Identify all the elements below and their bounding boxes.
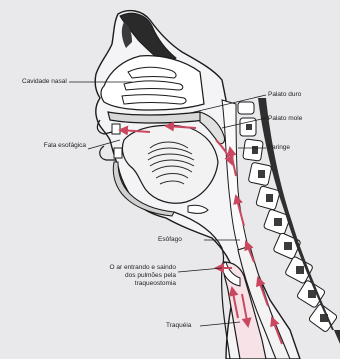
label-fala-esofagica: Fala esofágica: [40, 142, 86, 150]
label-ar-entrando-line3: traqueostomia: [86, 280, 176, 287]
label-traqueia: Traquéia: [166, 322, 191, 329]
upper-teeth: [112, 124, 120, 134]
label-ar-entrando-line1: O ar entrando e saindo: [86, 264, 176, 271]
label-palato-mole: Palato mole: [268, 115, 302, 122]
lower-teeth: [114, 148, 122, 158]
label-cavidade-nasal: Cavidade nasal: [22, 78, 67, 85]
label-ar-entrando-line2: dos pulmões pela: [86, 272, 176, 279]
label-faringe: Faringe: [268, 144, 290, 151]
label-palato-duro: Palato duro: [268, 91, 301, 98]
label-esofago: Esôfago: [158, 236, 182, 243]
leader-ar-entrando: [178, 268, 222, 272]
